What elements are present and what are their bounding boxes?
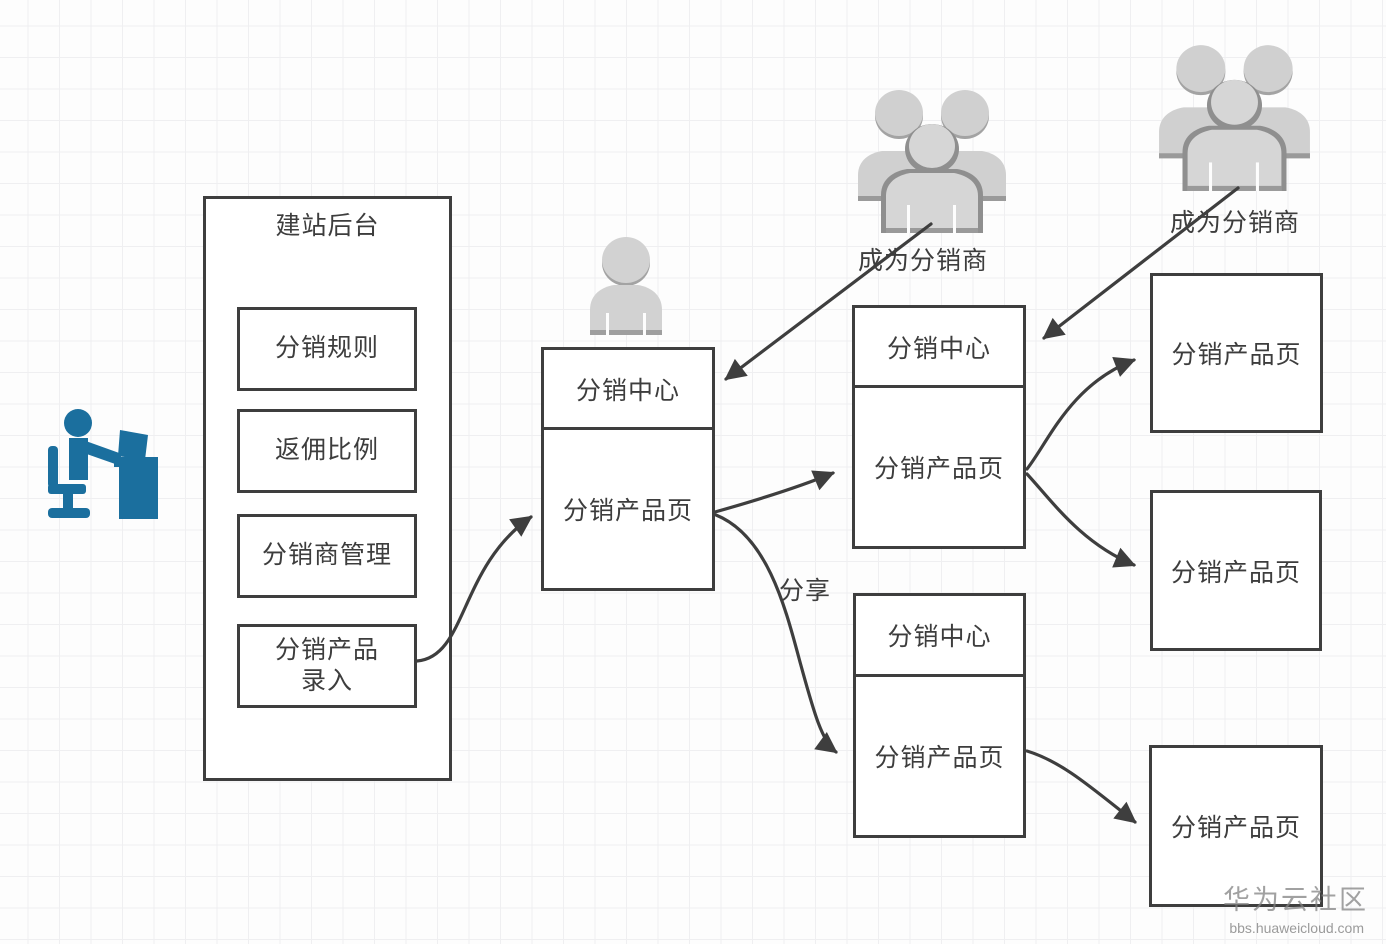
arrow-secondary-to-product-page-middle bbox=[1025, 472, 1136, 568]
admin-panel-item-distributor-management: 分销商管理 bbox=[237, 514, 417, 598]
admin-panel-item-rules: 分销规则 bbox=[237, 307, 417, 391]
distribution-center-cell: 分销中心 bbox=[544, 350, 712, 430]
product-page-cell: 分销产品页 bbox=[873, 455, 1004, 483]
users-group-icon bbox=[1157, 37, 1312, 192]
admin-panel-item-label: 分销产品 录入 bbox=[274, 635, 379, 695]
admin-panel-title: 建站后台 bbox=[275, 212, 380, 240]
user-icon bbox=[588, 236, 664, 335]
product-page-cell: 分销产品页 bbox=[562, 497, 693, 525]
admin-at-desk-icon bbox=[48, 404, 160, 521]
share-label: 分享 bbox=[779, 577, 832, 605]
admin-panel-item-commission: 返佣比例 bbox=[237, 409, 417, 493]
admin-panel: 建站后台 分销规则 返佣比例 分销商管理 分销产品 录入 bbox=[203, 196, 452, 781]
distributor-stack-shared: 分销中心 分销产品页 bbox=[853, 593, 1026, 838]
arrow-secondary-to-product-page-top bbox=[1025, 357, 1136, 471]
product-page-label: 分销产品页 bbox=[1170, 814, 1301, 842]
admin-panel-item-label: 分销规则 bbox=[274, 334, 379, 363]
watermark-title: 华为云社区 bbox=[1223, 885, 1368, 915]
distribution-center-cell: 分销中心 bbox=[856, 596, 1023, 677]
distributor-stack-secondary: 分销中心 分销产品页 bbox=[852, 305, 1026, 549]
product-page-box: 分销产品页 bbox=[1150, 273, 1323, 433]
watermark-domain: bbs.huaweicloud.com bbox=[1229, 920, 1364, 936]
watermark: 华为云社区 bbs.huaweicloud.com bbox=[1223, 878, 1368, 936]
arrow-primary-to-secondary-product-page bbox=[713, 470, 835, 514]
distributor-stack-primary: 分销中心 分销产品页 bbox=[541, 347, 715, 591]
product-page-box: 分销产品页 bbox=[1150, 490, 1322, 651]
admin-panel-item-label: 分销商管理 bbox=[261, 541, 392, 570]
admin-panel-item-product-entry: 分销产品 录入 bbox=[237, 624, 417, 708]
users-group-icon bbox=[856, 83, 1008, 233]
distribution-center-cell: 分销中心 bbox=[855, 308, 1023, 388]
product-page-cell: 分销产品页 bbox=[874, 744, 1005, 772]
product-page-label: 分销产品页 bbox=[1170, 558, 1301, 587]
product-page-label: 分销产品页 bbox=[1171, 341, 1302, 369]
product-page-box: 分销产品页 bbox=[1149, 745, 1323, 907]
arrow-shared-to-product-page-bottom bbox=[1025, 749, 1137, 824]
become-distributor-label-secondary: 成为分销商 bbox=[1170, 209, 1301, 237]
become-distributor-label-primary: 成为分销商 bbox=[858, 247, 989, 275]
arrow-share-primary-to-shared-product-page bbox=[714, 513, 838, 754]
admin-panel-item-label: 返佣比例 bbox=[274, 436, 379, 465]
